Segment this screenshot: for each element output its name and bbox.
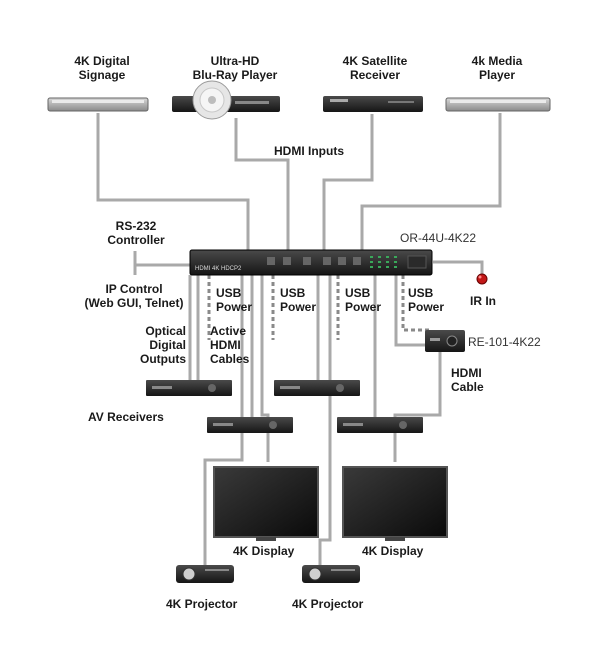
av-receiver-2 bbox=[274, 380, 360, 396]
label-usb-power-2: USB Power bbox=[280, 286, 317, 314]
label-ir-in: IR In bbox=[470, 294, 496, 308]
label-av-receivers: AV Receivers bbox=[88, 410, 164, 424]
label-usb-power-1: USB Power bbox=[216, 286, 253, 314]
label-hdmi-inputs: HDMI Inputs bbox=[274, 144, 344, 158]
hdmi-cables bbox=[96, 113, 502, 568]
bluray-device bbox=[172, 80, 280, 120]
matrix-switcher: HDMI 4K HDCP2 bbox=[189, 249, 433, 276]
display-1 bbox=[213, 466, 319, 541]
label-ip-control: IP Control (Web GUI, Telnet) bbox=[84, 282, 184, 310]
label-media-player: 4k Media Player bbox=[471, 54, 523, 82]
label-receiver-model: RE-101-4K22 bbox=[468, 335, 541, 349]
label-projector-2: 4K Projector bbox=[292, 597, 364, 611]
label-display-1: 4K Display bbox=[233, 544, 295, 558]
satellite-device bbox=[323, 96, 423, 112]
label-signage: 4K Digital Signage bbox=[74, 54, 130, 82]
label-bluray: Ultra-HD Blu-Ray Player bbox=[192, 54, 278, 82]
projector-2 bbox=[302, 565, 360, 583]
av-receiver-3 bbox=[207, 417, 293, 433]
usb-power-cables bbox=[207, 275, 430, 340]
signage-device bbox=[47, 97, 149, 112]
label-projector-1: 4K Projector bbox=[166, 597, 238, 611]
svg-text:HDMI 4K HDCP2: HDMI 4K HDCP2 bbox=[195, 266, 242, 272]
label-usb-power-3: USB Power bbox=[345, 286, 382, 314]
media-player-device bbox=[445, 97, 551, 112]
projector-1 bbox=[176, 565, 234, 583]
label-matrix-model: OR-44U-4K22 bbox=[400, 231, 477, 245]
label-display-2: 4K Display bbox=[362, 544, 424, 558]
av-receiver-1 bbox=[146, 380, 232, 396]
label-optical: Optical Digital Outputs bbox=[140, 324, 186, 366]
re101-receiver bbox=[425, 330, 465, 352]
label-active-hdmi: Active HDMI Cables bbox=[210, 324, 250, 366]
label-satellite: 4K Satellite Receiver bbox=[342, 54, 408, 82]
label-hdmi-cable: HDMI Cable bbox=[451, 366, 484, 394]
label-rs232: RS-232 Controller bbox=[107, 219, 165, 247]
ir-receiver bbox=[476, 273, 488, 285]
av-receiver-4 bbox=[337, 417, 423, 433]
label-usb-power-4: USB Power bbox=[408, 286, 445, 314]
display-2 bbox=[342, 466, 448, 541]
